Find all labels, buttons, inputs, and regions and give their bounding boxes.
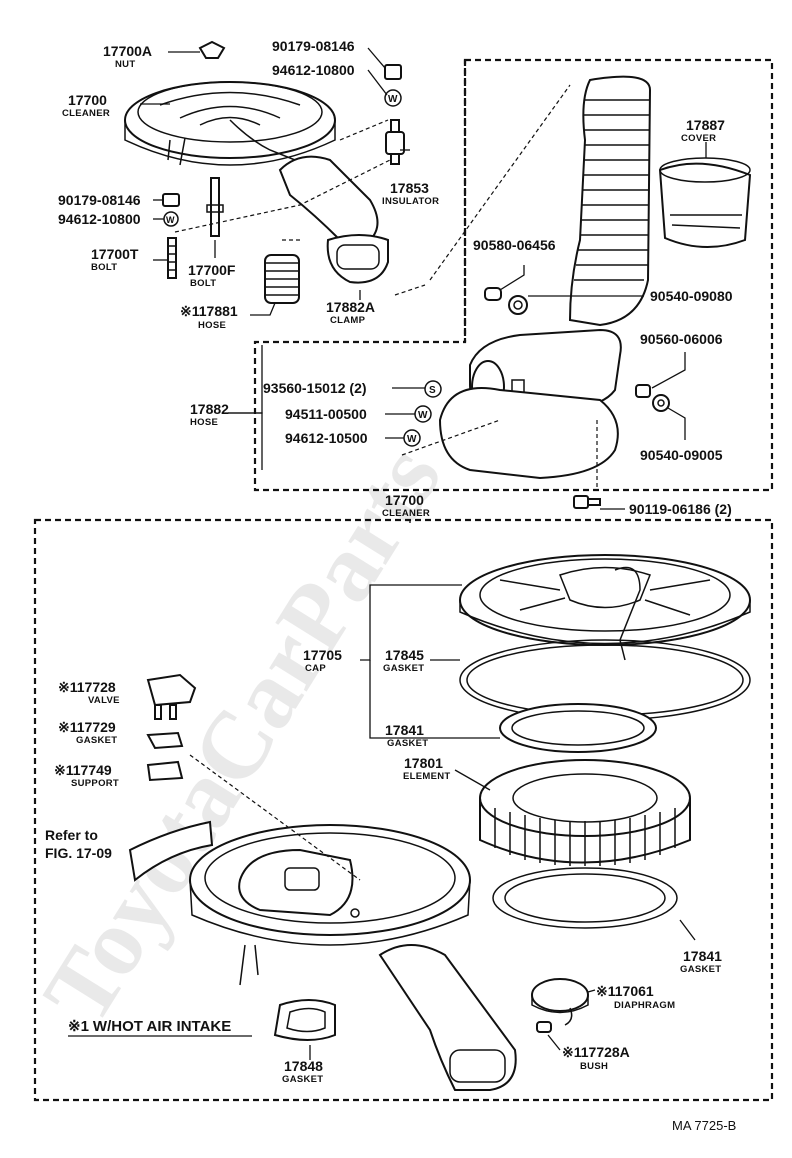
label-17728-number: ※117728 bbox=[58, 679, 116, 695]
gasket-17848-part bbox=[273, 999, 336, 1041]
cleaner-body-part bbox=[189, 824, 517, 1091]
valve-subparts bbox=[146, 673, 361, 881]
note-body: W/HOT AIR INTAKE bbox=[93, 1018, 231, 1035]
label-17728-name: VALVE bbox=[88, 695, 120, 706]
label-17728A-mark: ※1 bbox=[562, 1044, 582, 1060]
label-17061-number: ※117061 bbox=[596, 983, 654, 999]
gasket-17841-lower-part bbox=[492, 867, 678, 929]
label-90540-09080: 90540-09080 bbox=[650, 288, 733, 304]
label-17061-name: DIAPHRAGM bbox=[614, 1000, 675, 1011]
label-17700-main-number: 17700 bbox=[385, 492, 424, 508]
label-17881-number: ※117881 bbox=[180, 303, 238, 319]
label-17749-name: SUPPORT bbox=[71, 778, 119, 789]
washer-mark-top: W bbox=[388, 94, 398, 105]
figure-id: MA 7725-B bbox=[672, 1118, 736, 1133]
label-17061-mark: ※1 bbox=[596, 983, 616, 999]
label-94612-10800-left: 94612-10800 bbox=[58, 211, 141, 227]
label-17853-number: 17853 bbox=[390, 180, 429, 196]
washer-mark-duct-2: W bbox=[407, 434, 417, 445]
label-17848-number: 17848 bbox=[284, 1058, 323, 1074]
label-17729-number: ※117729 bbox=[58, 719, 116, 735]
refer-line1: Refer to bbox=[45, 827, 98, 843]
label-94612-10500: 94612-10500 bbox=[285, 430, 368, 446]
label-17801-name: ELEMENT bbox=[403, 771, 451, 782]
label-17728A-digits: 17728A bbox=[581, 1044, 630, 1060]
label-90179-08146-left: 90179-08146 bbox=[58, 192, 141, 208]
fastener-marks: W W S W W bbox=[166, 94, 436, 445]
label-17841-upper-name: GASKET bbox=[387, 738, 428, 749]
label-17729-mark: ※1 bbox=[58, 719, 78, 735]
label-17728A-number: ※117728A bbox=[562, 1044, 630, 1060]
label-17882-name: HOSE bbox=[190, 417, 218, 428]
part-labels: 17700A NUT 90179-08146 94612-10800 17700… bbox=[45, 38, 736, 1133]
main-assembly-box bbox=[33, 518, 774, 1102]
label-90179-08146-top: 90179-08146 bbox=[272, 38, 355, 54]
label-94511-00500: 94511-00500 bbox=[285, 406, 367, 422]
label-17881-name: HOSE bbox=[198, 320, 226, 331]
spring-mark: S bbox=[429, 385, 436, 396]
label-17728-mark: ※1 bbox=[58, 679, 78, 695]
label-17881-mark: ※1 bbox=[180, 303, 200, 319]
gasket-17841-upper-part bbox=[499, 703, 657, 753]
label-93560-15012: 93560-15012 (2) bbox=[263, 380, 367, 396]
label-17700T-name: BOLT bbox=[91, 262, 117, 273]
label-17841-lower-name: GASKET bbox=[680, 964, 721, 975]
label-17728A-name: BUSH bbox=[580, 1061, 608, 1072]
label-17700T-number: 17700T bbox=[91, 246, 139, 262]
label-17728-digits: 17728 bbox=[77, 679, 116, 695]
label-17853-name: INSULATOR bbox=[382, 196, 439, 207]
label-17700-main-name: CLEANER bbox=[382, 508, 430, 519]
refer-line2: FIG. 17-09 bbox=[45, 845, 112, 861]
label-17882-number: 17882 bbox=[190, 401, 229, 417]
label-17845-name: GASKET bbox=[383, 663, 424, 674]
label-17749-digits: 17749 bbox=[73, 762, 112, 778]
label-17845-number: 17845 bbox=[385, 647, 424, 663]
label-17841-upper-number: 17841 bbox=[385, 722, 424, 738]
label-17749-mark: ※1 bbox=[54, 762, 74, 778]
label-17887-name: COVER bbox=[681, 133, 716, 144]
top-air-cleaner-assembly bbox=[124, 40, 405, 304]
filter-element-part bbox=[479, 759, 691, 866]
label-17729-name: GASKET bbox=[76, 735, 117, 746]
label-17705-name: CAP bbox=[305, 663, 326, 674]
washer-mark-left: W bbox=[166, 215, 175, 225]
label-17887-number: 17887 bbox=[686, 117, 725, 133]
refer-band bbox=[128, 820, 214, 882]
label-17749-number: ※117749 bbox=[54, 762, 112, 778]
label-90560-06006: 90560-06006 bbox=[640, 331, 723, 347]
label-17700F-number: 17700F bbox=[188, 262, 236, 278]
note-mark: ※1 bbox=[68, 1018, 89, 1035]
label-17700-top-number: 17700 bbox=[68, 92, 107, 108]
label-17801-number: 17801 bbox=[404, 755, 443, 771]
bolt-90119-part bbox=[573, 495, 601, 509]
label-17700-top-name: CLEANER bbox=[62, 108, 110, 119]
label-17848-name: GASKET bbox=[282, 1074, 323, 1085]
diaphragm-subparts bbox=[531, 978, 589, 1033]
label-90540-09005: 90540-09005 bbox=[640, 447, 723, 463]
label-17700A-number: 17700A bbox=[103, 43, 152, 59]
label-17881-digits: 17881 bbox=[199, 303, 238, 319]
duct-section-box bbox=[253, 58, 774, 492]
label-17700F-name: BOLT bbox=[190, 278, 216, 289]
label-94612-10800-top: 94612-10800 bbox=[272, 62, 355, 78]
label-17061-digits: 17061 bbox=[615, 983, 654, 999]
label-17700A-name: NUT bbox=[115, 59, 135, 70]
label-17882A-name: CLAMP bbox=[330, 315, 366, 326]
label-17841-lower-number: 17841 bbox=[683, 948, 722, 964]
label-17882A-number: 17882A bbox=[326, 299, 375, 315]
label-17705-number: 17705 bbox=[303, 647, 342, 663]
label-17729-digits: 17729 bbox=[77, 719, 116, 735]
label-90119-06186: 90119-06186 (2) bbox=[629, 501, 732, 517]
label-90580-06456: 90580-06456 bbox=[473, 237, 556, 253]
washer-mark-duct-1: W bbox=[418, 410, 428, 421]
leader-lines bbox=[140, 47, 707, 1060]
